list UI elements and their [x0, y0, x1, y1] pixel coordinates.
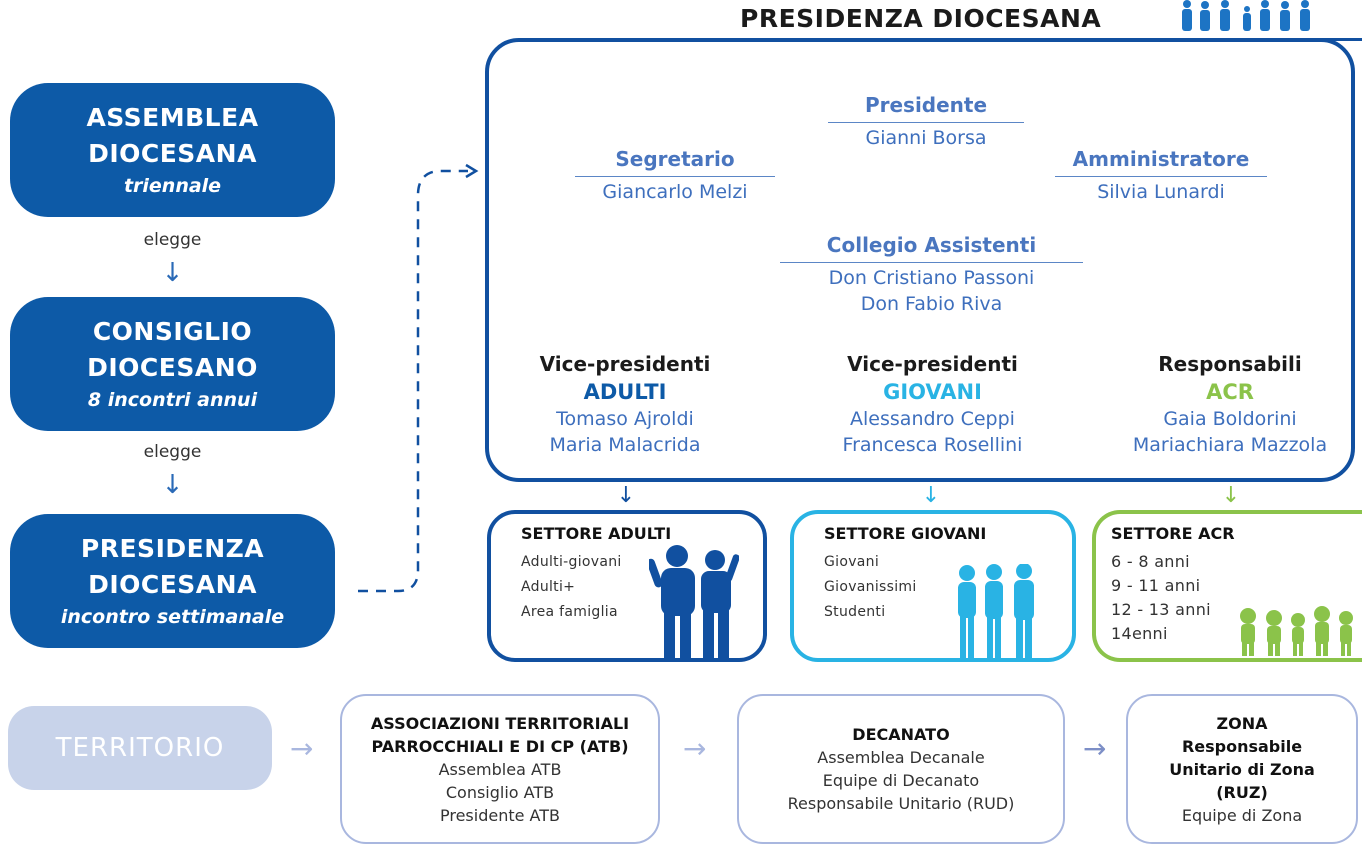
resp-acr-name-1: Gaia Boldorini — [1163, 408, 1297, 430]
decanato-item: Equipe di Decanato — [822, 771, 980, 790]
assistenti-name-1: Don Cristiano Passoni — [828, 267, 1035, 289]
collegio-assistenti-role: Collegio Assistenti Don Cristiano Passon… — [780, 230, 1083, 317]
assistenti-name-2: Don Fabio Riva — [860, 293, 1003, 315]
presidente-name: Gianni Borsa — [865, 127, 987, 149]
elegge-label-1: elegge — [143, 230, 202, 250]
consiglio-title-2: DIOCESANO — [87, 353, 258, 382]
assemblea-title-1: ASSEMBLEA — [86, 103, 259, 132]
children-silhouette-icon — [1240, 606, 1353, 656]
zona-item: Equipe di Zona — [1181, 805, 1303, 825]
amministratore-label: Amministratore — [1072, 147, 1250, 171]
presidenza-left-title-2: DIOCESANA — [88, 570, 257, 599]
settore-adulti-box: SETTORE ADULTI Adulti-giovani Adulti+ Ar… — [487, 510, 767, 662]
settore-acr-title: SETTORE ACR — [1111, 524, 1235, 543]
zona-title-4: (RUZ) — [1216, 782, 1268, 802]
zona-box: ZONA Responsabile Unitario di Zona (RUZ)… — [1126, 694, 1358, 844]
divider — [828, 122, 1024, 123]
decanato-item: Assemblea Decanale — [817, 748, 985, 767]
presidente-label: Presidente — [864, 93, 988, 117]
atb-item: Consiglio ATB — [445, 782, 555, 802]
divider — [780, 262, 1083, 263]
decanato-box: DECANATO Assemblea Decanale Equipe di De… — [737, 694, 1065, 844]
divider — [575, 176, 775, 177]
zona-title-2: Responsabile — [1181, 736, 1303, 756]
atb-item: Presidente ATB — [439, 805, 560, 825]
decanato-title: DECANATO — [852, 725, 950, 744]
atb-box: ASSOCIAZIONI TERRITORIALI PARROCCHIALI E… — [340, 694, 660, 844]
settore-giovani-box: SETTORE GIOVANI Giovani Giovanissimi Stu… — [790, 510, 1076, 662]
settore-giovani-item: Giovani — [824, 554, 880, 570]
down-arrow-adulti-icon: ↓ — [616, 483, 636, 508]
segretario-name: Giancarlo Melzi — [602, 181, 748, 203]
presidenza-diocesana-box: PRESIDENZA DIOCESANA incontro settimanal… — [10, 514, 335, 648]
assemblea-diocesana-box: ASSEMBLEA DIOCESANA triennale — [10, 83, 335, 217]
dashed-connector — [358, 163, 479, 593]
settore-adulti-item: Adulti+ — [521, 579, 576, 595]
right-arrow-icon: → — [1083, 732, 1107, 765]
vp-adulti-name-2: Maria Malacrida — [549, 434, 701, 456]
people-logo-icon — [1182, 0, 1310, 31]
settore-acr-item: 9 - 11 anni — [1111, 576, 1201, 595]
atb-title-2: PARROCCHIALI E DI CP (ATB) — [371, 736, 629, 756]
resp-acr: Responsabili ACR Gaia Boldorini Mariachi… — [1100, 350, 1360, 458]
settore-acr-item: 6 - 8 anni — [1111, 552, 1190, 571]
vp-adulti-label: Vice-presidenti — [539, 352, 711, 376]
resp-acr-label: Responsabili — [1158, 352, 1302, 376]
consiglio-frequency: 8 incontri annui — [87, 389, 258, 411]
atb-title-1: ASSOCIAZIONI TERRITORIALI — [370, 713, 630, 733]
vp-giovani: Vice-presidenti GIOVANI Alessandro Ceppi… — [810, 350, 1055, 458]
vp-giovani-label: Vice-presidenti — [847, 352, 1018, 376]
resp-acr-name-2: Mariachiara Mazzola — [1132, 434, 1328, 456]
resp-acr-category: ACR — [1206, 380, 1254, 404]
vp-adulti: Vice-presidenti ADULTI Tomaso Ajroldi Ma… — [515, 350, 735, 458]
presidenza-left-title-1: PRESIDENZA — [80, 534, 265, 563]
vp-adulti-name-1: Tomaso Ajroldi — [556, 408, 694, 430]
vp-giovani-category: GIOVANI — [883, 380, 982, 404]
right-arrow-icon: → — [290, 732, 314, 765]
youth-silhouette-icon — [958, 564, 1034, 658]
settore-acr-item: 12 - 13 anni — [1111, 600, 1211, 619]
assistenti-label: Collegio Assistenti — [826, 233, 1037, 257]
zona-title-1: ZONA — [1216, 713, 1268, 733]
consiglio-diocesano-box: CONSIGLIO DIOCESANO 8 incontri annui — [10, 297, 335, 431]
presidenza-left-frequency: incontro settimanale — [60, 606, 285, 628]
amministratore-role: Amministratore Silvia Lunardi — [1055, 144, 1267, 205]
amministratore-name: Silvia Lunardi — [1097, 181, 1225, 203]
vp-adulti-category: ADULTI — [583, 380, 667, 404]
assemblea-frequency: triennale — [123, 175, 222, 197]
down-arrow-icon: ↓ — [161, 470, 184, 500]
consiglio-title-1: CONSIGLIO — [92, 317, 253, 346]
presidente-role: Presidente Gianni Borsa — [828, 90, 1024, 151]
elegge-label-2: elegge — [143, 442, 202, 462]
settore-adulti-item: Area famiglia — [521, 604, 618, 620]
vp-giovani-name-1: Alessandro Ceppi — [850, 408, 1015, 430]
decanato-item: Responsabile Unitario (RUD) — [787, 794, 1015, 813]
vp-giovani-name-2: Francesca Rosellini — [842, 434, 1023, 456]
settore-adulti-title: SETTORE ADULTI — [521, 524, 672, 543]
right-arrow-icon: → — [683, 732, 707, 765]
segretario-role: Segretario Giancarlo Melzi — [575, 144, 775, 205]
assemblea-title-2: DIOCESANA — [88, 139, 257, 168]
adults-silhouette-icon — [649, 545, 739, 658]
down-arrow-giovani-icon: ↓ — [921, 483, 941, 508]
settore-giovani-item: Giovanissimi — [824, 579, 917, 595]
settore-adulti-item: Adulti-giovani — [521, 554, 622, 570]
settore-acr-box: SETTORE ACR 6 - 8 anni 9 - 11 anni 12 - … — [1092, 510, 1362, 662]
atb-item: Assemblea ATB — [438, 759, 562, 779]
presidenza-frame — [485, 38, 1355, 482]
down-arrow-acr-icon: ↓ — [1221, 483, 1241, 508]
territorio-box: TERRITORIO — [8, 706, 272, 790]
settore-giovani-title: SETTORE GIOVANI — [824, 524, 987, 543]
presidenza-title: PRESIDENZA DIOCESANA — [740, 4, 1102, 33]
settore-giovani-item: Studenti — [824, 604, 886, 620]
zona-title-3: Unitario di Zona — [1169, 759, 1315, 779]
divider — [1055, 176, 1267, 177]
segretario-label: Segretario — [615, 147, 735, 171]
settore-acr-item: 14enni — [1111, 624, 1168, 643]
down-arrow-icon: ↓ — [161, 258, 184, 288]
